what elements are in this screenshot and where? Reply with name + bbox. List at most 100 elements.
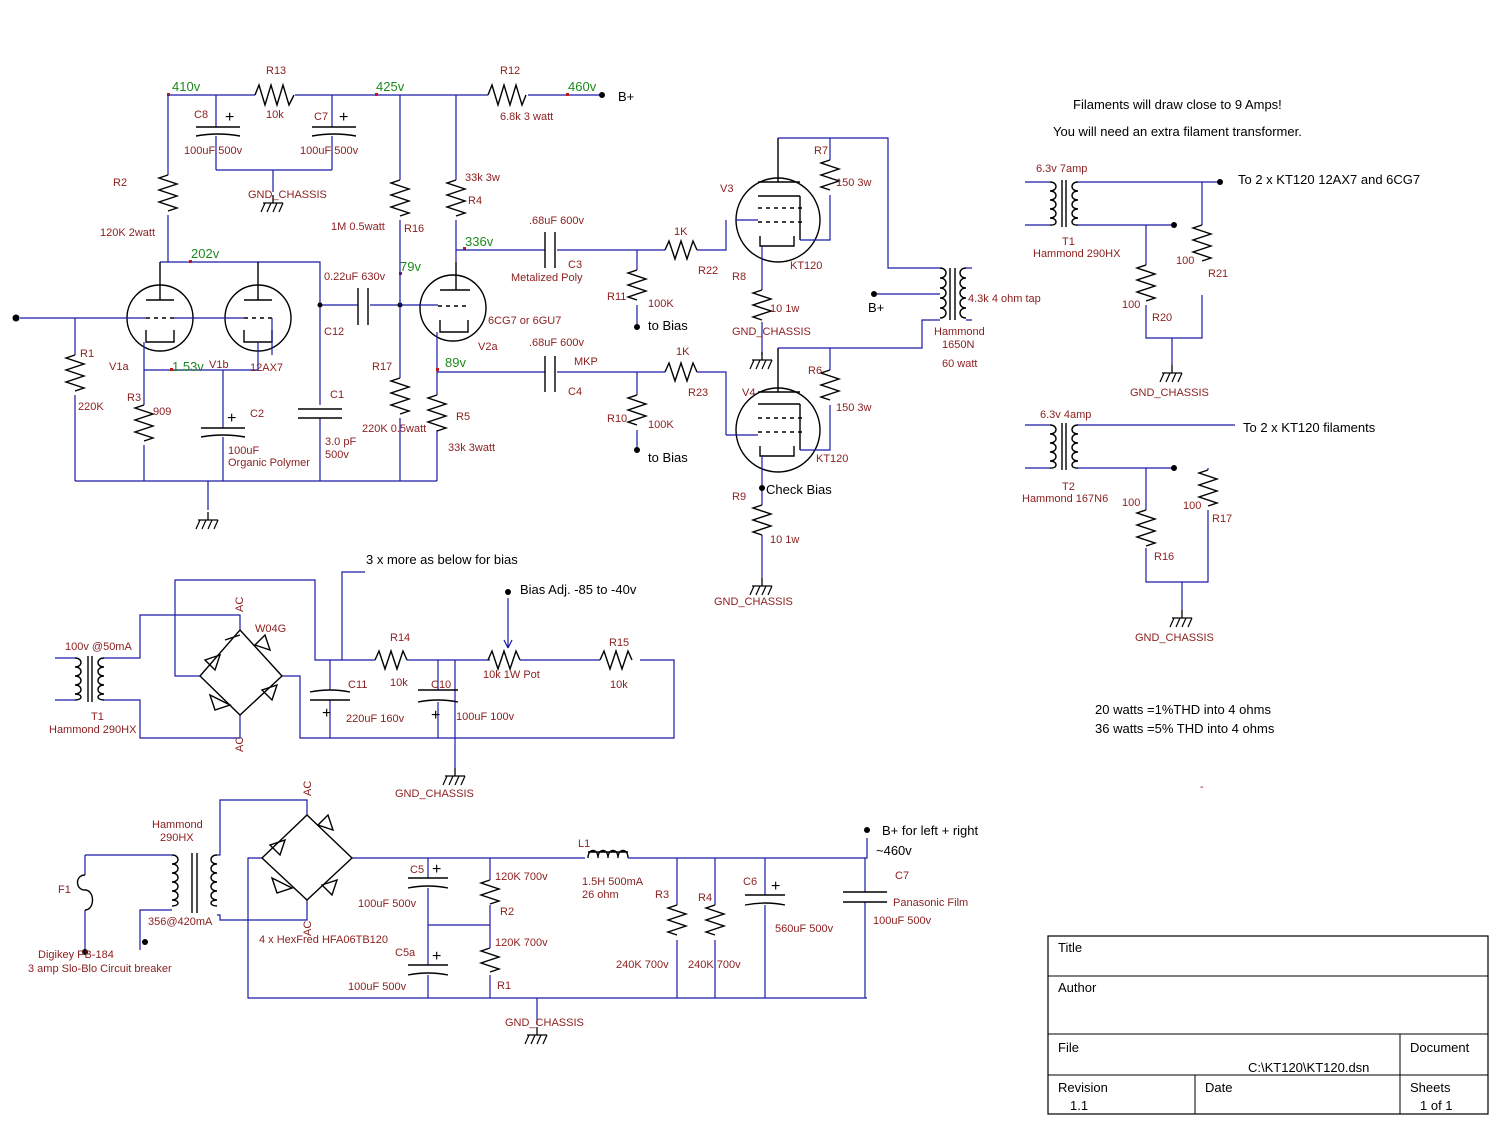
label-l1-value: 1.5H 500mA bbox=[582, 876, 644, 888]
label-c8-value: 100uF 500v bbox=[184, 145, 243, 157]
label-gnd-7: GND_CHASSIS bbox=[505, 1017, 584, 1029]
label-t1b-model: Hammond 290HX bbox=[49, 724, 137, 736]
label-t2-rating: 6.3v 4amp bbox=[1040, 409, 1091, 421]
t2-filament-transformer bbox=[1025, 423, 1235, 628]
svg-text:+: + bbox=[432, 948, 441, 965]
label-r11: R11 bbox=[607, 291, 626, 303]
label-r7: R7 bbox=[814, 145, 828, 157]
label-r1b: R1 bbox=[497, 980, 511, 992]
r2-resistor bbox=[156, 95, 321, 305]
label-c11-value: 220uF 160v bbox=[346, 713, 405, 725]
label-c5-value: 100uF 500v bbox=[358, 898, 417, 910]
label-r17b: R17 bbox=[1212, 513, 1232, 525]
t1-filament-transformer bbox=[1025, 179, 1223, 383]
label-c7: C7 bbox=[314, 111, 328, 123]
label-100v-50ma: 100v @50mA bbox=[65, 641, 132, 653]
label-v1b: V1b bbox=[209, 359, 229, 371]
label-l1-ohm: 26 ohm bbox=[582, 889, 619, 901]
svg-text:+: + bbox=[339, 109, 348, 126]
tb-document: Document bbox=[1410, 1040, 1470, 1055]
svg-text:+: + bbox=[227, 410, 236, 427]
label-r9: R9 bbox=[732, 491, 746, 503]
label-r11-value: 100K bbox=[648, 298, 674, 310]
label-r23: R23 bbox=[688, 387, 708, 399]
label-r8: R8 bbox=[732, 271, 746, 283]
label-r3-value: 909 bbox=[153, 406, 171, 418]
label-w04g: W04G bbox=[255, 623, 286, 635]
label-ac-1: AC bbox=[234, 597, 246, 612]
label-t1-rating: 6.3v 7amp bbox=[1036, 163, 1087, 175]
label-r15: R15 bbox=[609, 637, 629, 649]
label-v2a: V2a bbox=[478, 341, 498, 353]
note-thd-1: 20 watts =1%THD into 4 ohms bbox=[1095, 702, 1271, 717]
label-gnd-3: GND_CHASSIS bbox=[714, 596, 793, 608]
label-c5: C5 bbox=[410, 864, 424, 876]
label-kt120-1: KT120 bbox=[790, 260, 822, 272]
label-r2b-value: 120K 700v bbox=[495, 871, 548, 883]
tb-file: File bbox=[1058, 1040, 1079, 1055]
label-gnd-5: GND_CHASSIS bbox=[1135, 632, 1214, 644]
label-r3b: R3 bbox=[655, 889, 669, 901]
tb-title: Title bbox=[1058, 940, 1082, 955]
label-r6-value: 150 3w bbox=[836, 402, 872, 414]
label-c12: C12 bbox=[324, 326, 344, 338]
label-dash: - bbox=[1200, 781, 1204, 793]
label-r22: R22 bbox=[698, 265, 718, 277]
voltage-410: 410v bbox=[172, 79, 201, 94]
title-block-text: Title Author File C:\KT120\KT120.dsn Doc… bbox=[1058, 940, 1470, 1113]
bias-labels: 3 x more as below for bias Bias Adj. -85… bbox=[49, 552, 637, 800]
label-check-bias: Check Bias bbox=[766, 482, 832, 497]
label-r21: R21 bbox=[1208, 268, 1228, 280]
label-hammond-ot: Hammond bbox=[934, 326, 985, 338]
label-pot: 10k 1W Pot bbox=[483, 669, 540, 681]
label-tap: 4.3k 4 ohm tap bbox=[968, 293, 1041, 305]
label-c6: C6 bbox=[743, 876, 757, 888]
label-c10-value: 100uF 100v bbox=[456, 711, 515, 723]
label-r15-value: 10k bbox=[610, 679, 628, 691]
label-60watt: 60 watt bbox=[942, 358, 977, 370]
input-stage-passives: + bbox=[63, 305, 437, 530]
label-bias-adj: Bias Adj. -85 to -40v bbox=[520, 582, 637, 597]
label-c5a: C5a bbox=[395, 947, 416, 959]
label-c4: C4 bbox=[568, 386, 582, 398]
r16-r4 bbox=[388, 95, 468, 275]
label-r14-value: 10k bbox=[390, 677, 408, 689]
tb-revision-value: 1.1 bbox=[1070, 1098, 1088, 1113]
tb-date: Date bbox=[1205, 1080, 1232, 1095]
label-r3b-value: 240K 700v bbox=[616, 959, 669, 971]
label-c7b: C7 bbox=[895, 870, 909, 882]
v2a-tube bbox=[388, 262, 487, 481]
label-r4b: R4 bbox=[698, 892, 712, 904]
label-t1b: T1 bbox=[91, 711, 104, 723]
note-filaments-1: Filaments will draw close to 9 Amps! bbox=[1073, 97, 1282, 112]
voltage-labels: 410v 425v 460v 202v 336v 79v 1.53v 89v bbox=[172, 79, 597, 374]
label-breaker: 3 amp Slo-Blo Circuit breaker bbox=[28, 963, 172, 975]
label-r10: R10 bbox=[607, 413, 627, 425]
label-t1-model: Hammond 290HX bbox=[1033, 248, 1121, 260]
label-hexfred: 4 x HexFred HFA06TB120 bbox=[259, 934, 388, 946]
label-b-plus: B+ bbox=[618, 89, 634, 104]
filter-caps-c8-c7: + + bbox=[195, 95, 357, 213]
component-labels: R13 10k C8 100uF 500v C7 100uF 500v R12 … bbox=[78, 65, 1041, 608]
label-c1: C1 bbox=[330, 389, 344, 401]
bias-supply: + + bbox=[55, 571, 675, 786]
tb-author: Author bbox=[1058, 980, 1097, 995]
c12-capacitor bbox=[317, 288, 420, 325]
voltage-1-53: 1.53v bbox=[172, 359, 204, 374]
label-r16: R16 bbox=[404, 223, 424, 235]
label-r5-value: 33k 3watt bbox=[448, 442, 495, 454]
label-v3: V3 bbox=[720, 183, 733, 195]
svg-text:+: + bbox=[432, 861, 441, 878]
voltage-460: 460v bbox=[568, 79, 597, 94]
label-digikey: Digikey PB-184 bbox=[38, 949, 114, 961]
label-c5a-value: 100uF 500v bbox=[348, 981, 407, 993]
label-356ma: 356@420mA bbox=[148, 916, 213, 928]
label-r16-value: 1M 0.5watt bbox=[331, 221, 385, 233]
label-mkp: MKP bbox=[574, 356, 598, 368]
filament-labels: Filaments will draw close to 9 Amps! You… bbox=[1022, 97, 1420, 793]
voltage-202: 202v bbox=[191, 246, 220, 261]
phase-splitter-outputs bbox=[437, 220, 727, 453]
label-1k-1: 1K bbox=[674, 226, 688, 238]
label-r4b-value: 240K 700v bbox=[688, 959, 741, 971]
label-f1: F1 bbox=[58, 884, 71, 896]
